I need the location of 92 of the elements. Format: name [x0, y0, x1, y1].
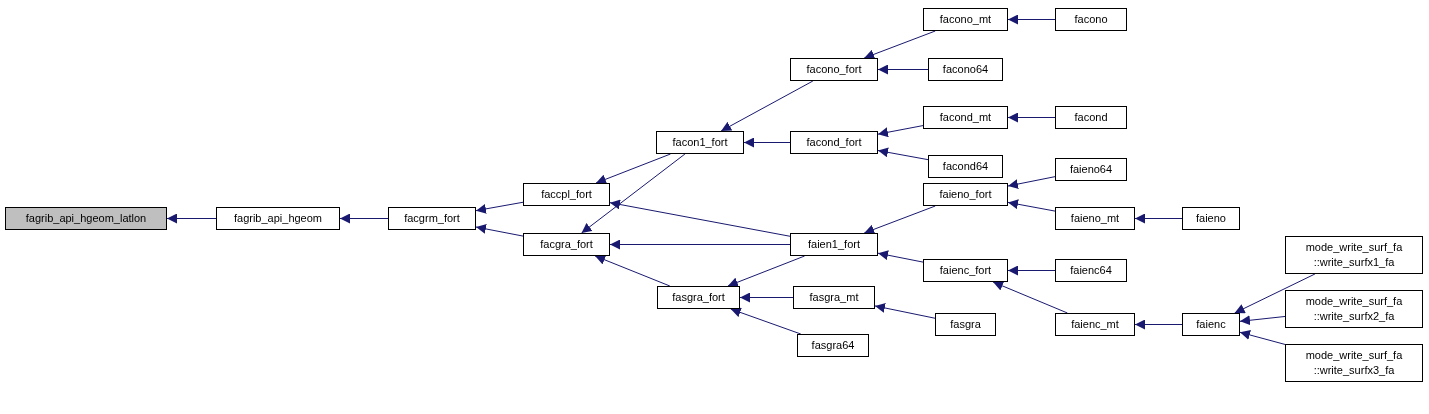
arrow	[609, 239, 791, 250]
arrow	[743, 137, 791, 148]
arrow	[1007, 14, 1056, 25]
function-name: facond64	[941, 159, 990, 174]
function-box	[790, 233, 878, 256]
arrow	[594, 255, 671, 287]
arrow	[874, 303, 936, 319]
function-name: fasgra_mt	[808, 290, 860, 305]
arrow	[992, 281, 1068, 314]
function-box	[1285, 290, 1423, 328]
function-box	[1055, 207, 1135, 230]
arrow	[475, 201, 524, 214]
function-box	[923, 259, 1008, 282]
function-box	[1055, 158, 1127, 181]
function-name: facgrm_fort	[403, 211, 461, 226]
function-name: facond_mt	[938, 110, 993, 125]
function-box	[793, 286, 875, 309]
function-box	[388, 207, 476, 230]
arrow	[1007, 199, 1056, 212]
function-name: fagrib_api_hgeom	[232, 211, 324, 226]
function-box	[1055, 313, 1135, 336]
function-box	[790, 131, 878, 154]
function-box	[923, 183, 1008, 206]
arrow	[595, 153, 671, 185]
arrow	[1134, 213, 1183, 224]
function-name: faien1_fort	[807, 237, 861, 252]
arrow	[1134, 319, 1183, 330]
arrow	[730, 307, 802, 335]
function-box	[928, 58, 1003, 81]
function-name: facono_fort	[805, 62, 863, 77]
function-name: faienc_mt	[1070, 317, 1120, 332]
function-name: mode_write_surf_fa ::write_surfx1_fa	[1304, 240, 1404, 270]
function-name: fasgra64	[810, 338, 856, 353]
function-name: fasgra	[949, 317, 982, 332]
function-box	[797, 334, 869, 357]
function-name: facgra_fort	[539, 237, 594, 252]
arrow	[877, 64, 929, 75]
function-name: fagrib_api_hgeom_latlon	[24, 211, 148, 226]
arrow	[1239, 330, 1286, 345]
function-box	[523, 233, 610, 256]
arrow	[475, 224, 524, 237]
function-name: faieno	[1195, 211, 1227, 226]
arrow	[1007, 112, 1056, 123]
function-box	[923, 106, 1008, 129]
function-box	[1285, 344, 1423, 382]
function-box	[935, 313, 996, 336]
function-box	[1055, 8, 1127, 31]
arrow	[581, 153, 686, 234]
function-name: faieno_fort	[938, 187, 993, 202]
function-name: facono	[1073, 12, 1109, 27]
arrow	[863, 205, 936, 235]
arrow	[877, 147, 929, 161]
arrow	[1239, 315, 1286, 326]
function-name: facond	[1073, 110, 1109, 125]
function-box	[1055, 106, 1127, 129]
function-box	[790, 58, 878, 81]
arrow	[727, 255, 806, 287]
arrow	[739, 292, 794, 303]
function-name: faienc	[1195, 317, 1227, 332]
arrow	[877, 125, 924, 138]
arrow	[609, 199, 791, 237]
function-box	[1055, 259, 1127, 282]
function-name: facono_mt	[938, 12, 993, 27]
function-name: faieno_mt	[1069, 211, 1121, 226]
arrow	[863, 30, 936, 60]
arrow	[1007, 265, 1056, 276]
arrow	[339, 213, 389, 224]
function-name: faienc64	[1069, 263, 1113, 278]
function-name: faieno64	[1068, 162, 1114, 177]
function-box	[216, 207, 340, 230]
function-name: facond_fort	[805, 135, 863, 150]
function-box	[523, 183, 610, 206]
function-box	[5, 207, 167, 230]
function-box	[1285, 236, 1423, 274]
arrow	[877, 250, 924, 263]
arrow	[1234, 273, 1316, 314]
function-name: facon1_fort	[671, 135, 729, 150]
function-box	[657, 286, 740, 309]
function-name: facono64	[941, 62, 990, 77]
arrow	[1007, 176, 1056, 189]
arrow	[720, 80, 814, 132]
function-box	[928, 155, 1003, 178]
function-box	[1182, 313, 1240, 336]
function-name: fasgra_fort	[671, 290, 726, 305]
function-name: faccpl_fort	[540, 187, 593, 202]
function-box	[1182, 207, 1240, 230]
function-box	[923, 8, 1008, 31]
function-name: mode_write_surf_fa ::write_surfx3_fa	[1304, 348, 1404, 378]
function-name: faienc_fort	[938, 263, 993, 278]
function-name: mode_write_surf_fa ::write_surfx2_fa	[1304, 294, 1404, 324]
arrow	[166, 213, 217, 224]
function-box	[656, 131, 744, 154]
